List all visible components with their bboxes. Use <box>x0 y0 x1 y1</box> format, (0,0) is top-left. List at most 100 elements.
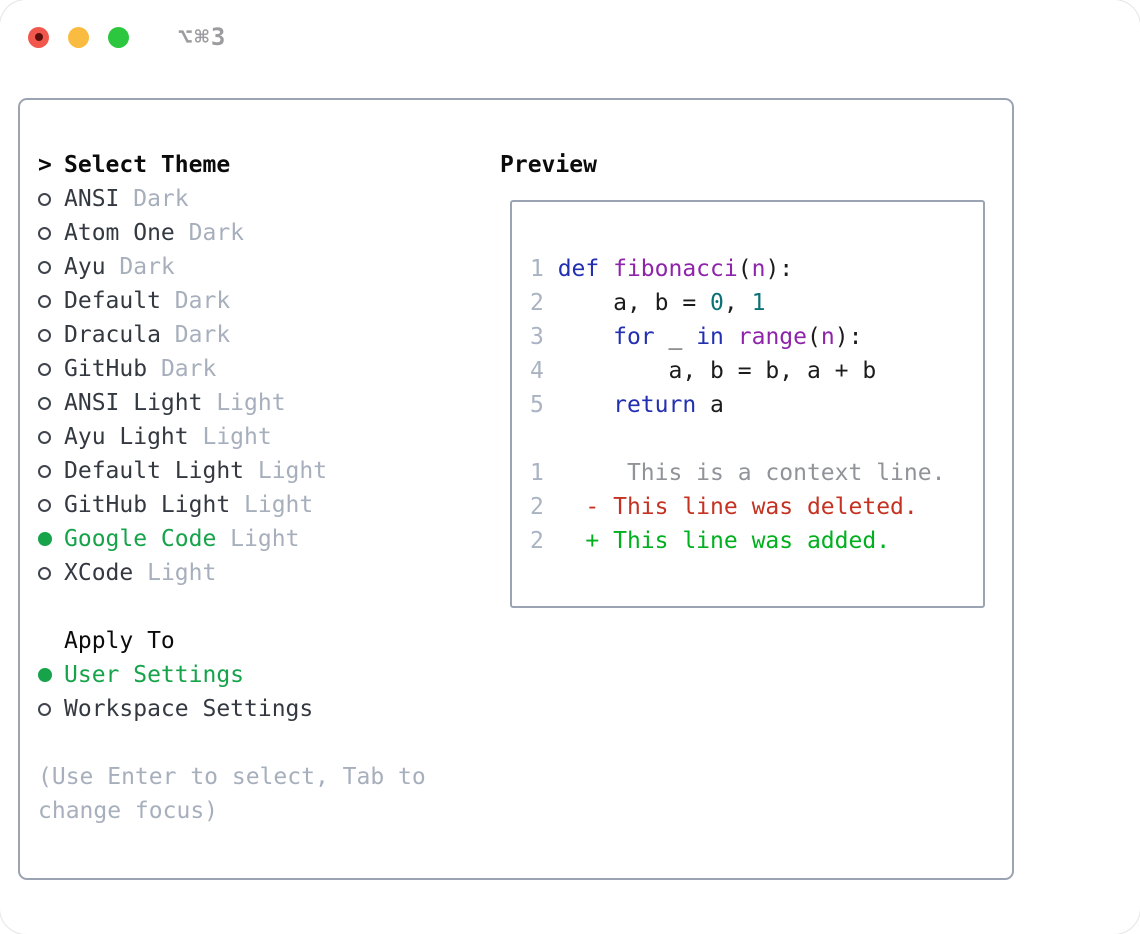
theme-variant-tag: Dark <box>174 220 245 246</box>
code-line: 5 return a <box>530 388 983 422</box>
code-line: 1 def fibonacci(n): <box>530 252 983 286</box>
theme-variant-tag: Dark <box>160 288 231 314</box>
apply-to-option[interactable]: Workspace Settings <box>38 692 482 726</box>
code-line: 1 This is a context line. <box>530 456 983 490</box>
window-title: ⌥⌘3 <box>178 23 228 51</box>
theme-item[interactable]: Dracula Dark <box>38 318 482 352</box>
line-number: 4 <box>530 358 558 384</box>
theme-variant-tag: Light <box>230 492 314 518</box>
radio-unselected-icon <box>38 362 51 376</box>
theme-item[interactable]: GitHub Dark <box>38 352 482 386</box>
radio-unselected-icon <box>38 464 51 478</box>
theme-variant-tag: Light <box>216 526 300 552</box>
help-text: (Use Enter to select, Tab to change focu… <box>38 764 426 824</box>
token-lit: 0 <box>710 290 724 316</box>
theme-item[interactable]: Google Code Light <box>38 522 482 556</box>
radio-slot <box>38 566 64 580</box>
token-lit: 1 <box>751 290 766 316</box>
token-plain: ): <box>765 256 794 282</box>
theme-item[interactable]: ANSI Light Light <box>38 386 482 420</box>
option-label: Google Code <box>64 526 217 552</box>
option-label: Default <box>64 288 161 314</box>
select-theme-header: Select Theme <box>64 152 231 178</box>
token-kw: return <box>613 392 697 418</box>
zoom-button[interactable] <box>108 26 129 48</box>
radio-unselected-icon <box>38 260 51 274</box>
radio-slot <box>38 192 64 206</box>
code-line: 2 + This line was added. <box>530 524 983 558</box>
radio-slot <box>38 260 64 274</box>
option-label: Ayu Light <box>64 424 189 450</box>
theme-variant-tag: Dark <box>160 322 231 348</box>
token-plain: a, b = <box>557 290 711 316</box>
radio-unselected-icon <box>38 396 51 410</box>
theme-variant-tag: Light <box>188 424 272 450</box>
token-fn: range <box>737 324 807 350</box>
token-add: + This line was added. <box>557 528 891 554</box>
option-label: ANSI Light <box>64 390 203 416</box>
theme-variant-tag: Dark <box>147 356 217 382</box>
radio-slot <box>38 362 64 376</box>
theme-variant-tag: Dark <box>105 254 175 280</box>
token-kw: def <box>557 256 614 282</box>
spacer <box>38 590 482 624</box>
theme-variant-tag: Dark <box>119 186 189 212</box>
close-button[interactable] <box>28 26 49 48</box>
token-fn: n <box>751 256 766 282</box>
option-label: GitHub <box>64 356 148 382</box>
minimize-button[interactable] <box>68 26 89 48</box>
option-label: Default Light <box>64 458 245 484</box>
radio-unselected-icon <box>38 430 51 444</box>
theme-item[interactable]: GitHub Light Light <box>38 488 482 522</box>
select-theme-header-row: > Select Theme <box>38 148 482 182</box>
theme-variant-tag: Light <box>202 390 286 416</box>
theme-item[interactable]: Ayu Light Light <box>38 420 482 454</box>
option-label: Dracula <box>64 322 161 348</box>
token-kw: for <box>613 324 655 350</box>
token-plain <box>724 324 738 350</box>
token-del: - This line was deleted. <box>557 494 918 520</box>
theme-variant-tag: Light <box>244 458 328 484</box>
radio-slot <box>38 396 64 410</box>
radio-unselected-icon <box>38 226 51 240</box>
option-label: GitHub Light <box>64 492 231 518</box>
radio-slot <box>38 226 64 240</box>
code-line: 4 a, b = b, a + b <box>530 354 983 388</box>
token-plain <box>558 324 613 350</box>
line-number: 5 <box>530 392 558 418</box>
theme-item[interactable]: Ayu Dark <box>38 250 482 284</box>
option-label: Workspace Settings <box>64 696 314 722</box>
option-label: XCode <box>64 560 134 586</box>
theme-item[interactable]: XCode Light <box>38 556 482 590</box>
code-line: 2 a, b = 0, 1 <box>530 286 983 320</box>
radio-unselected-icon <box>38 294 51 308</box>
radio-unselected-icon <box>38 566 51 580</box>
line-number: 2 <box>530 494 558 520</box>
line-number: 2 <box>530 290 558 316</box>
option-label: ANSI <box>64 186 120 212</box>
preview-header: Preview <box>500 152 597 178</box>
apply-to-option[interactable]: User Settings <box>38 658 482 692</box>
option-label: Ayu <box>64 254 106 280</box>
radio-slot <box>38 532 64 546</box>
token-fn: fibonacci <box>613 256 738 282</box>
blank-line <box>530 422 983 456</box>
line-number: 1 <box>530 256 558 282</box>
token-plain: ( <box>807 324 821 350</box>
radio-slot <box>38 464 64 478</box>
theme-item[interactable]: Default Light Light <box>38 454 482 488</box>
token-kw: in <box>696 324 724 350</box>
theme-item[interactable]: Atom One Dark <box>38 216 482 250</box>
theme-item[interactable]: ANSI Dark <box>38 182 482 216</box>
theme-item[interactable]: Default Dark <box>38 284 482 318</box>
radio-unselected-icon <box>38 192 51 206</box>
token-plain: , <box>723 290 752 316</box>
radio-selected-icon <box>38 668 52 682</box>
token-plain <box>558 392 613 418</box>
option-label: Atom One <box>64 220 175 246</box>
